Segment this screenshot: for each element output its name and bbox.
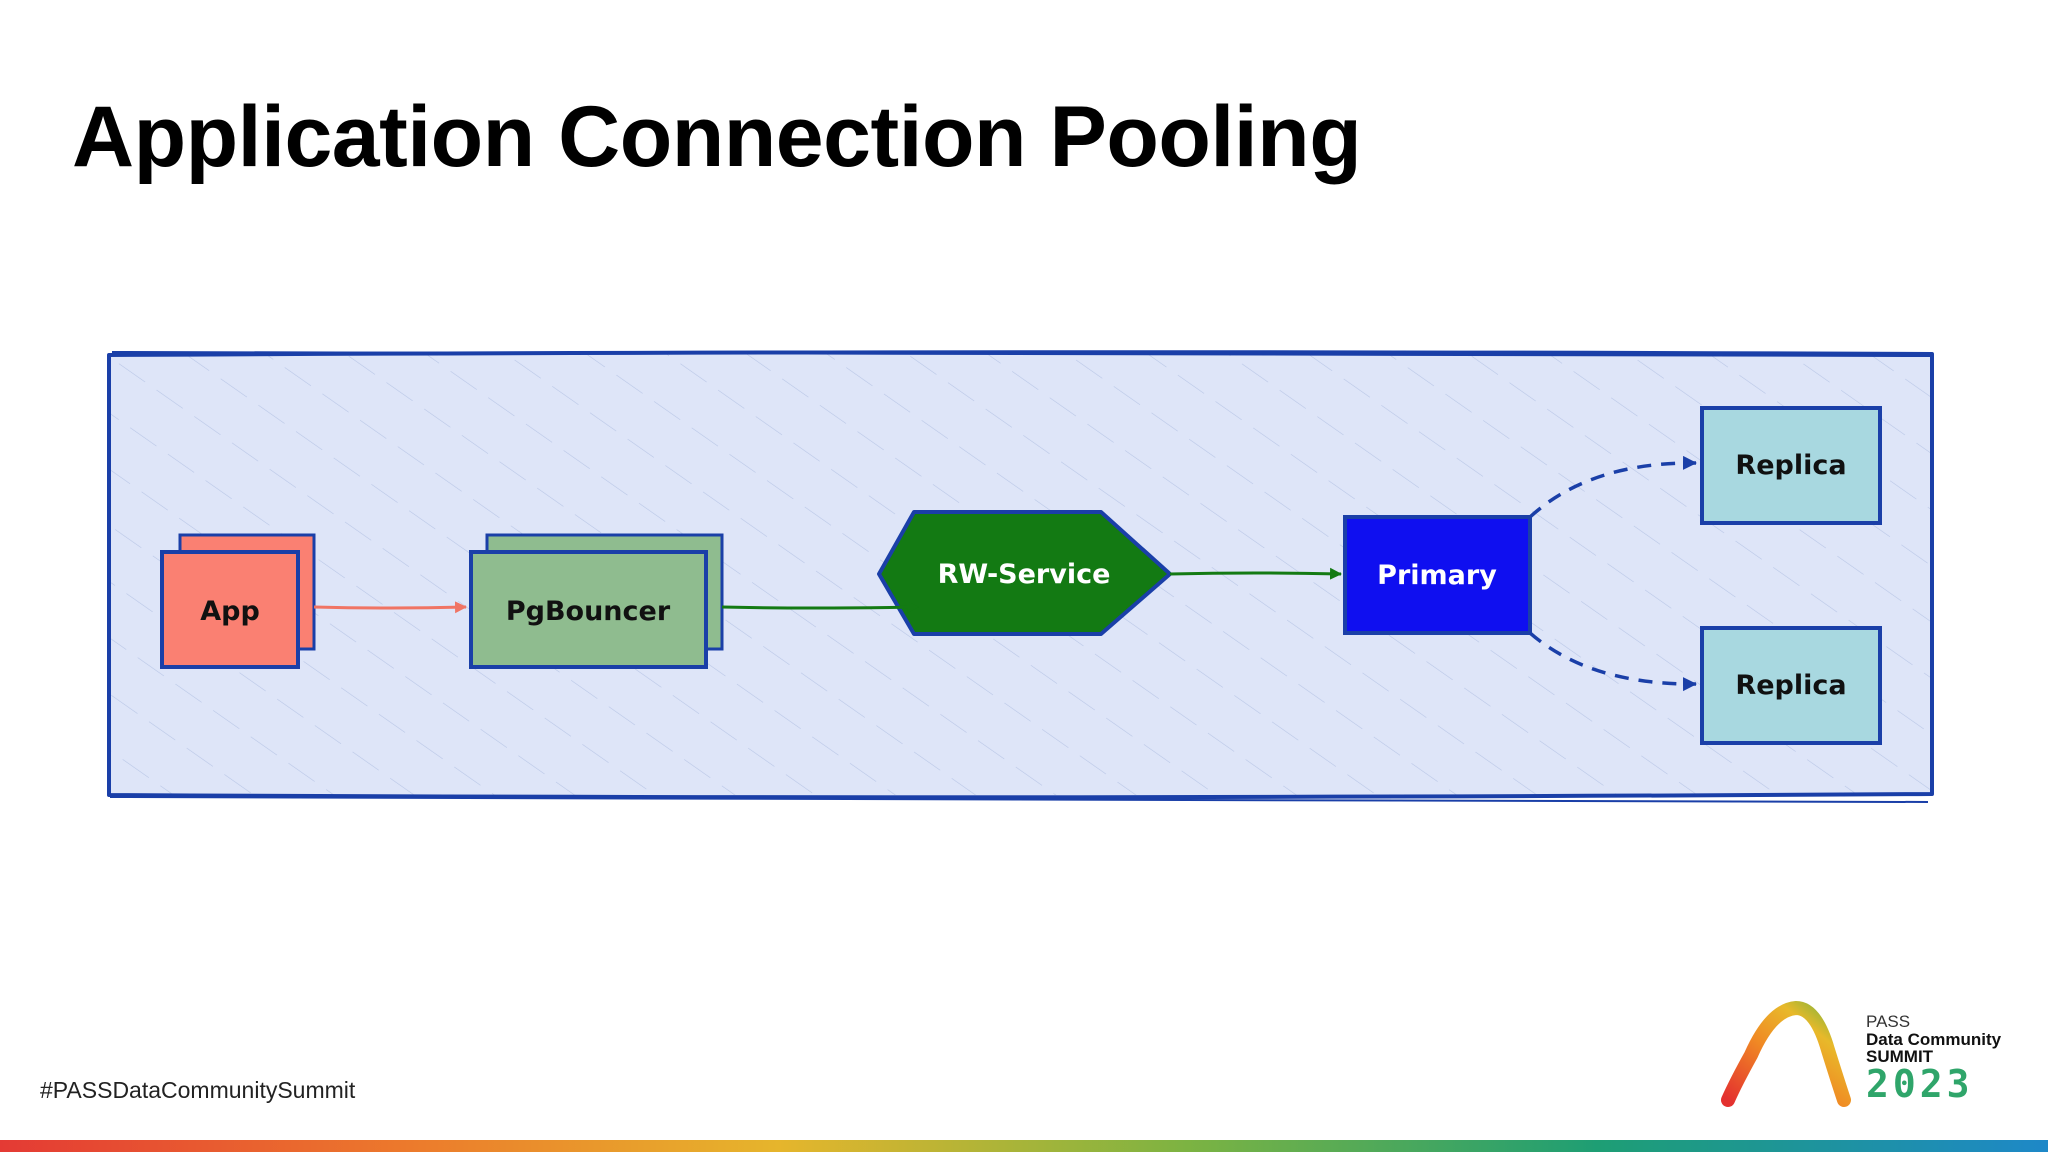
primary-node[interactable]: Primary <box>1343 515 1532 635</box>
pgbouncer-label: PgBouncer <box>506 596 671 627</box>
replica-bottom-node[interactable]: Replica <box>1700 626 1882 745</box>
logo-pass-text: PASS <box>1866 1012 1911 1031</box>
pass-summit-logo: PASS Data Community SUMMIT 2023 <box>1716 1000 2016 1112</box>
edge-app-to-pgbouncer <box>313 601 467 614</box>
edge-primary-to-replica-bottom <box>1528 631 1697 692</box>
bottom-gradient-bar <box>0 1140 2048 1152</box>
logo-summit-text: SUMMIT <box>1866 1047 1934 1066</box>
app-node[interactable]: App <box>160 533 316 669</box>
edge-primary-to-replica-top <box>1528 455 1697 519</box>
slide-title: Application Connection Pooling <box>72 89 1362 185</box>
replica-top-node[interactable]: Replica <box>1700 406 1882 525</box>
rw-service-label: RW-Service <box>938 559 1111 590</box>
logo-year-text: 2023 <box>1866 1062 1974 1106</box>
replica-bottom-label: Replica <box>1735 670 1846 701</box>
summit-arch-icon <box>1721 1000 1851 1107</box>
logo-data-community-text: Data Community <box>1866 1030 2002 1049</box>
pgbouncer-node[interactable]: PgBouncer <box>469 533 724 669</box>
rw-service-node[interactable]: RW-Service <box>877 510 1172 636</box>
primary-label: Primary <box>1377 560 1497 591</box>
edge-pgbouncer-to-rw-service <box>721 601 919 614</box>
app-label: App <box>200 596 260 627</box>
hashtag-text: #PASSDataCommunitySummit <box>40 1077 356 1103</box>
replica-top-label: Replica <box>1735 450 1846 481</box>
edge-rw-service-to-primary <box>1169 567 1342 580</box>
